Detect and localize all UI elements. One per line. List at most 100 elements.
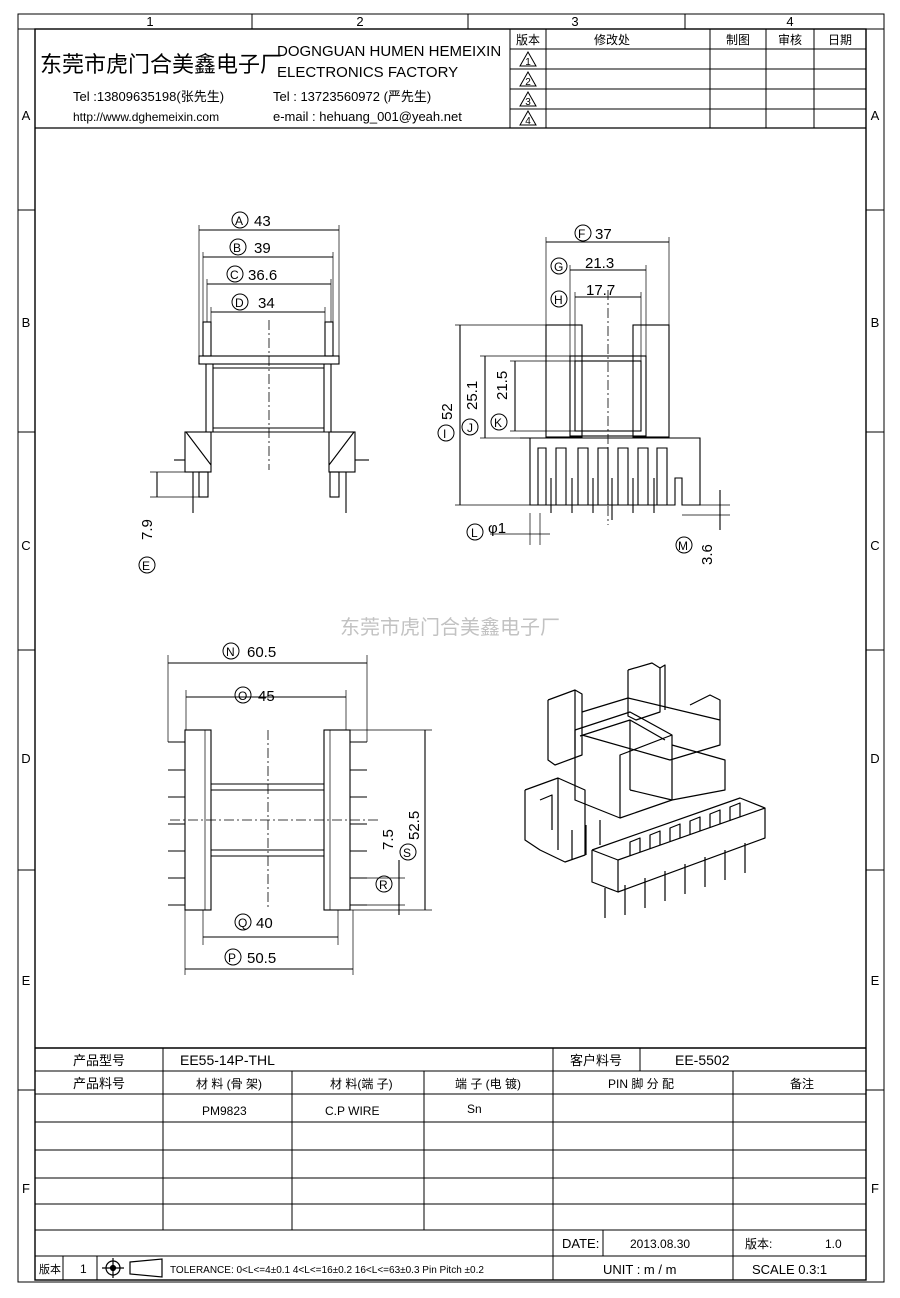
revision-table: 版本 修改处 制图 审核 日期 1 2 3 4 [510, 29, 866, 128]
revision-triangles: 1 2 3 4 [519, 50, 537, 127]
rev-no: 4 [525, 116, 531, 127]
svg-text:R: R [379, 878, 388, 892]
dim-marker-P [224, 948, 242, 966]
dim-marker-Q [234, 913, 252, 931]
dim-R: 7.5 [380, 829, 397, 850]
material-bobbin: PM9823 [202, 1104, 247, 1118]
rev-no: 2 [525, 77, 531, 88]
dim-S: 52.5 [406, 811, 423, 840]
customer-part-label: 客户料号 [570, 1053, 622, 1068]
dim-F: 37 [595, 226, 612, 243]
unit: UNIT : m / m [603, 1262, 676, 1277]
col-label: 2 [356, 14, 363, 29]
dim-Q: 40 [256, 915, 273, 932]
revision-triangle-icon [519, 70, 537, 87]
dim-marker-R [375, 875, 393, 893]
dim-A: 43 [254, 213, 271, 230]
dim-B: 39 [254, 240, 271, 257]
dim-L: φ1 [488, 520, 506, 537]
version-short-value: 1 [80, 1262, 87, 1276]
svg-text:H: H [554, 293, 563, 307]
version-short-label: 版本 [39, 1262, 61, 1276]
svg-text:L: L [471, 526, 478, 540]
side-view-labels: F 37 G 21.3 H 17.7 52 I 25.1 J 21.5 K L … [437, 224, 716, 565]
row-label: E [22, 973, 31, 988]
svg-text:M: M [678, 539, 688, 553]
tel-1: Tel :13809635198(张先生) [73, 89, 224, 104]
email: e-mail : hehuang_001@yeah.net [273, 109, 462, 124]
row-label: F [22, 1181, 30, 1196]
rev-no: 3 [525, 97, 531, 108]
svg-text:O: O [238, 689, 247, 703]
svg-text:P: P [228, 951, 236, 965]
dim-J: 25.1 [464, 381, 481, 410]
dim-G: 21.3 [585, 255, 614, 272]
svg-text:S: S [403, 846, 411, 860]
dim-marker-O [234, 686, 252, 704]
col-material-terminal: 材 料(端 子) [330, 1077, 393, 1091]
dim-marker-K [490, 413, 508, 431]
company-name-cn: 东莞市虎门合美鑫电子厂 [40, 52, 282, 77]
dim-marker-E [138, 556, 156, 574]
dim-marker-L [466, 523, 484, 541]
dim-marker-S [399, 843, 417, 861]
dim-marker-G [550, 257, 568, 275]
rev-header-change: 修改处 [594, 32, 630, 47]
front-view-labels: A 43 B 39 C 36.6 D 34 7.9 E [138, 211, 277, 574]
svg-text:F: F [578, 227, 585, 241]
row-label: D [21, 751, 30, 766]
dim-marker-J [461, 418, 479, 436]
svg-text:I: I [443, 427, 446, 441]
website: http://www.dghemeixin.com [73, 110, 219, 124]
svg-text:A: A [235, 214, 243, 228]
date: 2013.08.30 [630, 1237, 690, 1251]
row-label: A [871, 108, 880, 123]
scale: SCALE 0.3:1 [752, 1262, 827, 1277]
version-label: 版本: [745, 1237, 772, 1251]
product-no-label: 产品料号 [73, 1076, 125, 1091]
dim-P: 50.5 [247, 950, 276, 967]
front-view [150, 225, 369, 513]
svg-text:K: K [494, 416, 502, 430]
dim-D: 34 [258, 295, 275, 312]
row-label: F [871, 1181, 879, 1196]
row-label: A [22, 108, 31, 123]
svg-text:N: N [226, 645, 235, 659]
dim-marker-A [231, 211, 249, 229]
dim-marker-B [229, 238, 247, 256]
svg-text:B: B [233, 241, 241, 255]
dim-marker-F [574, 224, 592, 242]
revision-triangle-icon [519, 109, 537, 126]
material-terminal: C.P WIRE [325, 1104, 379, 1118]
sheet-frame [17, 13, 885, 1283]
product-model-label: 产品型号 [73, 1053, 125, 1068]
terminal-plating: Sn [467, 1102, 482, 1116]
svg-text:J: J [467, 421, 473, 435]
dim-marker-D [231, 293, 249, 311]
dim-I: 52 [439, 403, 456, 420]
row-labels: A A B B C C D D E E F F [21, 108, 879, 1196]
svg-text:D: D [235, 296, 244, 310]
company-name-en-2: ELECTRONICS FACTORY [277, 64, 458, 81]
row-label: B [22, 315, 31, 330]
rev-header-drawn: 制图 [726, 33, 750, 47]
product-model: EE55-14P-THL [180, 1052, 275, 1068]
col-label: 1 [146, 14, 153, 29]
dim-H: 17.7 [586, 282, 615, 299]
dim-marker-N [222, 642, 240, 660]
svg-text:E: E [142, 559, 150, 573]
dim-O: 45 [258, 688, 275, 705]
side-view [455, 237, 730, 545]
dim-marker-I [437, 424, 455, 442]
bottom-view [167, 655, 432, 975]
rev-header-version: 版本 [516, 33, 540, 47]
row-label: B [871, 315, 880, 330]
col-pin: PIN 脚 分 配 [608, 1076, 674, 1091]
watermark: 东莞市虎门合美鑫电子厂 [340, 616, 560, 639]
col-material-bobbin: 材 料 (骨 架) [196, 1077, 262, 1091]
svg-text:G: G [554, 260, 563, 274]
rev-header-date: 日期 [828, 33, 852, 47]
dim-N: 60.5 [247, 644, 276, 661]
svg-text:C: C [230, 268, 239, 282]
tel-2: Tel : 13723560972 (严先生) [273, 89, 431, 104]
